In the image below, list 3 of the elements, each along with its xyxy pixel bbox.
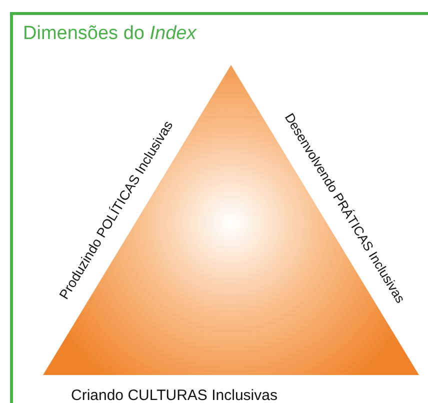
- heading: Dimensões do Index: [23, 23, 196, 45]
- panel-frame: [10, 12, 428, 403]
- base-label: Criando CULTURAS Inclusivas: [71, 387, 278, 403]
